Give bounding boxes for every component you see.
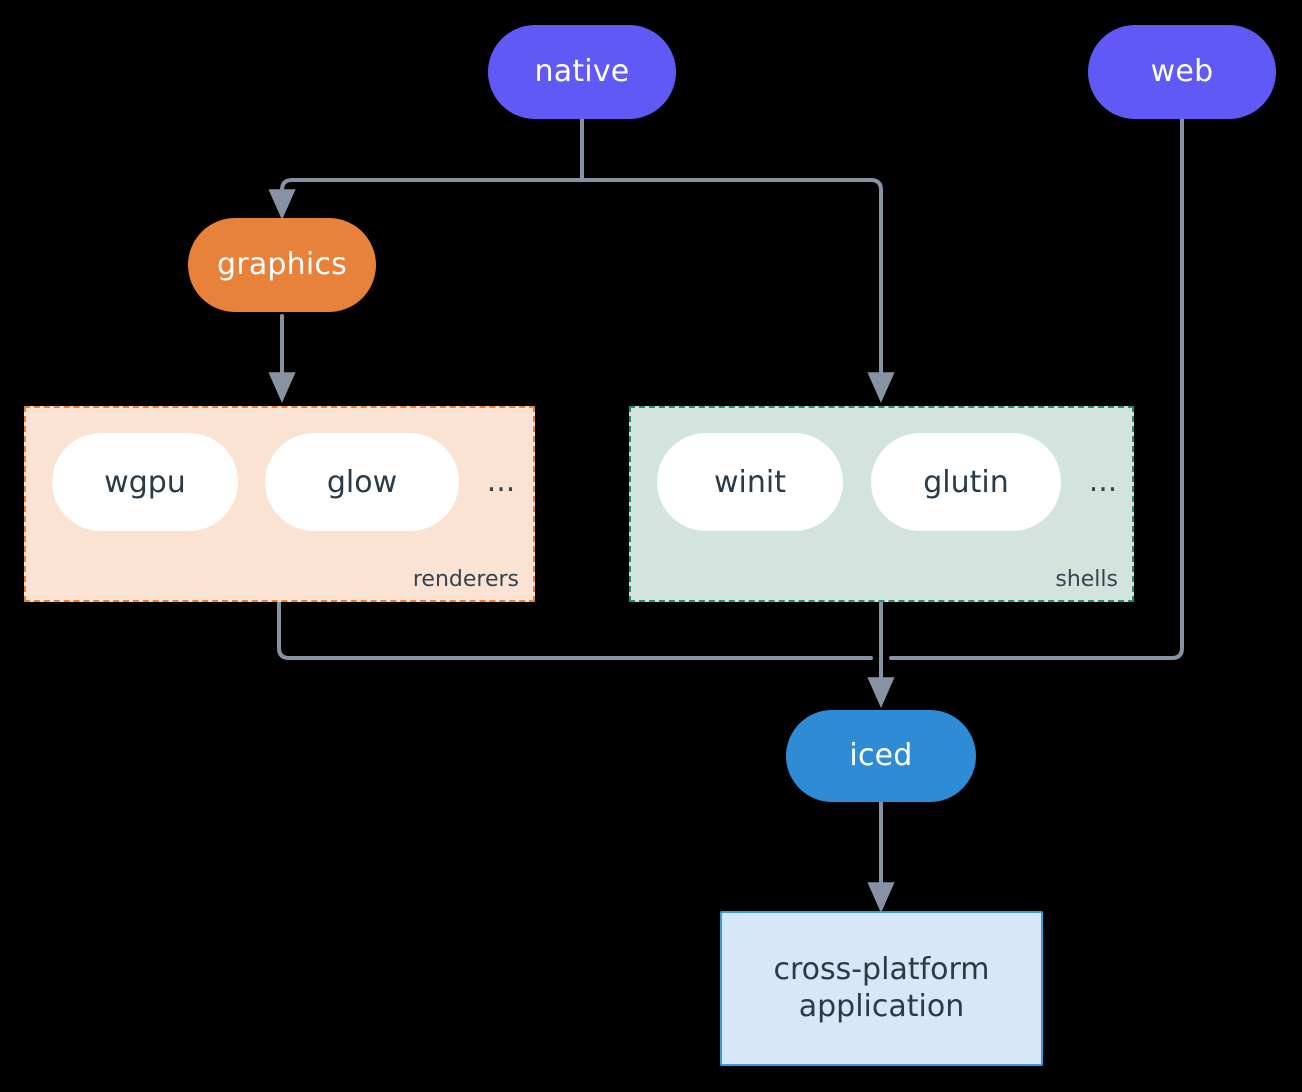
edge-renderers-to-iced [277,599,873,660]
group-shells: winit glutin ... shells [629,406,1134,602]
shells-overflow-label: ... [1088,464,1118,499]
edge-native-to-shells [580,178,895,404]
node-cross-platform-application[interactable]: cross-platform application [720,911,1043,1066]
node-native[interactable]: native [488,25,676,119]
leaf-winit[interactable]: winit [657,433,843,531]
shells-overflow-ellipsis: ... [1083,466,1123,498]
node-graphics-label: graphics [217,246,347,282]
renderers-overflow-label: ... [486,464,516,499]
leaf-wgpu[interactable]: wgpu [52,433,238,531]
node-native-label: native [534,53,630,89]
group-shells-label: shells [1055,567,1118,592]
leaf-glow-label: glow [326,464,398,500]
node-web[interactable]: web [1088,25,1276,119]
node-iced[interactable]: iced [786,710,976,802]
leaf-glutin-label: glutin [923,464,1009,500]
leaf-wgpu-label: wgpu [104,464,186,500]
group-renderers: wgpu glow ... renderers [24,406,535,602]
node-graphics[interactable]: graphics [188,218,376,312]
application-line-1: cross-platform [773,951,990,987]
application-line-2: application [798,988,965,1024]
leaf-glutin[interactable]: glutin [871,433,1061,531]
leaf-winit-label: winit [714,464,786,500]
node-iced-label: iced [849,737,913,773]
leaf-glow[interactable]: glow [265,433,459,531]
node-web-label: web [1150,53,1214,89]
renderers-overflow-ellipsis: ... [481,466,521,498]
group-renderers-label: renderers [412,567,519,592]
edge-native-to-graphics [268,178,584,221]
